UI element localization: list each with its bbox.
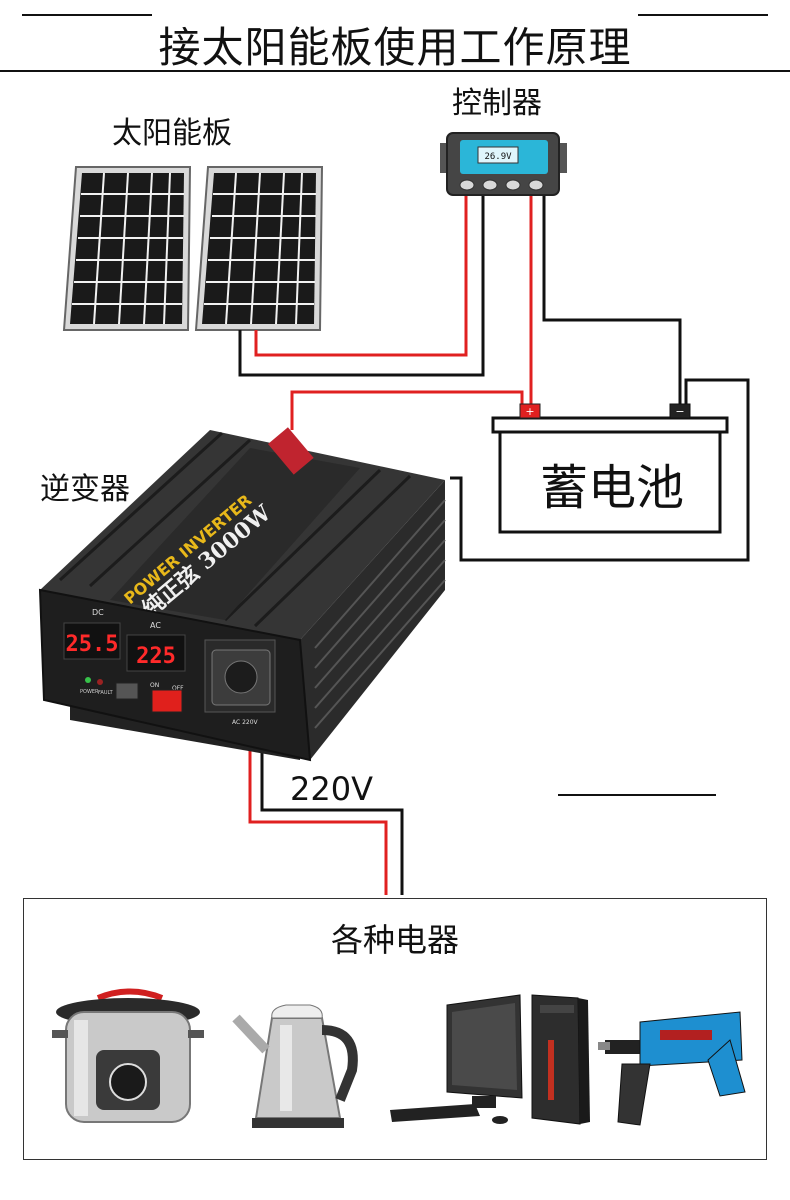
solar-panel-right — [194, 166, 324, 331]
inverter-dc-label: DC — [92, 608, 104, 617]
power-inverter: POWER INVERTER 纯正弦 3000W DC 25.5 AC 225 … — [38, 427, 446, 762]
pressure-cooker-icon — [52, 988, 204, 1123]
controller-display-reading: 26.9V — [484, 152, 512, 162]
battery-label: 蓄电池 — [539, 460, 684, 516]
inverter-power-label: POWER — [80, 689, 99, 695]
inverter-ac-label: AC — [150, 621, 161, 630]
inverter-ac-reading: 225 — [136, 644, 176, 669]
charge-controller: 26.9V — [440, 132, 567, 196]
inverter-fault-label: FAULT — [98, 690, 114, 696]
inverter-on-label: ON — [150, 682, 159, 689]
title-underline — [0, 70, 790, 72]
appliances-box — [23, 898, 767, 1160]
title-rule-left — [22, 14, 152, 16]
inverter-label: 逆变器 — [40, 472, 130, 507]
power-drill-icon — [598, 1011, 746, 1126]
wire-battery-inverter-negative — [450, 378, 750, 562]
inverter-socket-label: AC 220V — [232, 719, 259, 726]
wire-controller-battery-negative — [542, 190, 682, 405]
inverter-off-label: OFF — [172, 685, 184, 692]
output-voltage-label: 220V — [290, 770, 373, 808]
wire-output-positive — [248, 700, 388, 895]
wire-panel-positive — [254, 190, 468, 357]
controller-label: 控制器 — [452, 86, 542, 121]
battery: + − — [491, 403, 729, 534]
wire-panel-negative — [238, 190, 485, 377]
solar-panel-label: 太阳能板 — [112, 116, 232, 151]
title-rule-right — [638, 14, 768, 16]
desktop-computer-icon — [390, 994, 590, 1125]
battery-negative-terminal: − — [675, 405, 684, 418]
battery-positive-terminal: + — [525, 405, 534, 418]
wire-output-negative — [260, 700, 404, 895]
inverter-dc-reading: 25.5 — [66, 632, 119, 657]
decorative-rule — [558, 794, 716, 796]
page-title: 接太阳能板使用工作原理 — [158, 23, 632, 72]
appliances-label: 各种电器 — [330, 921, 459, 959]
electric-kettle-icon — [232, 1004, 358, 1128]
wire-inverter-battery-positive — [290, 390, 524, 430]
solar-panel-left — [62, 166, 192, 331]
